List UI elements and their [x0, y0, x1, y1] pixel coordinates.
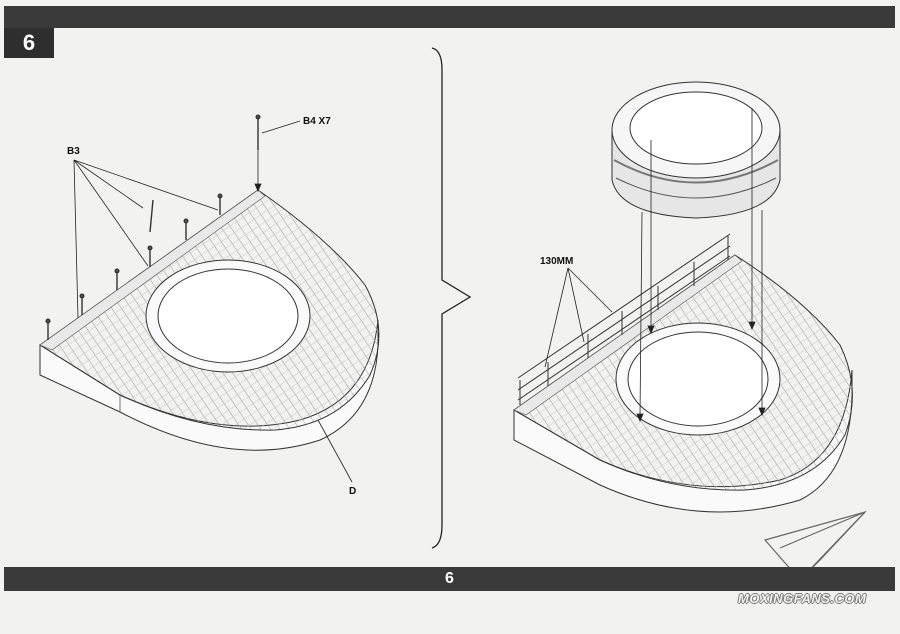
step-number-badge: 6: [4, 28, 54, 58]
right-leader-lines: [544, 267, 613, 368]
panel-divider-brace: [431, 47, 472, 549]
callout-d: D: [349, 486, 356, 497]
deck-ring-hole-right: [627, 331, 769, 427]
right-deck-assembly: 130MM: [513, 81, 853, 513]
left-leader-lines: [73, 120, 353, 483]
paper-plane-icon: [763, 510, 867, 581]
header-bar: [4, 6, 895, 28]
railing: [517, 233, 731, 405]
callout-130mm: 130MM: [540, 256, 573, 267]
footer-bar: 6: [4, 567, 895, 591]
callout-b3: B3: [67, 146, 80, 157]
turret-ring: [611, 81, 781, 219]
callout-b4: B4 X7: [303, 116, 331, 127]
deck-ring-hole: [157, 268, 299, 364]
watermark-text: MOXINGFANS.COM: [738, 591, 867, 606]
alignment-guides: [636, 108, 766, 423]
left-deck-assembly: B4 X7 B3 D: [39, 114, 380, 497]
deck-edge-strip: [39, 189, 266, 351]
stanchion-group: [45, 114, 261, 340]
